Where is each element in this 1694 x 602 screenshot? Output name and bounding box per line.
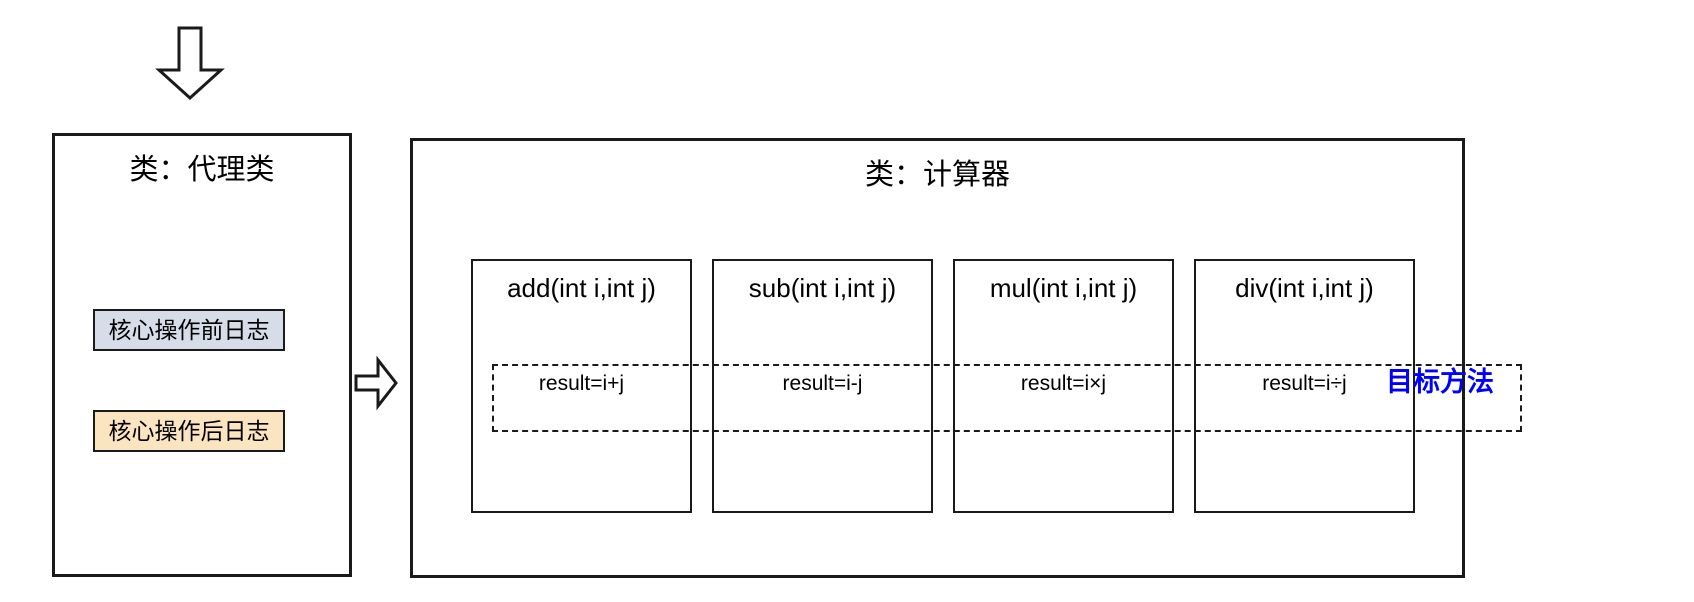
method-signature: add(int i,int j) <box>507 273 656 303</box>
method-body: result=i+j <box>538 372 625 395</box>
post-operation-log-label: 核心操作后日志 <box>108 418 270 444</box>
pre-operation-log-label: 核心操作前日志 <box>108 317 270 343</box>
proxy-class-title: 类：代理类 <box>129 154 275 186</box>
method-box-mul[interactable]: mul(int i,int j) result=i×j <box>953 259 1174 513</box>
down-arrow-icon <box>155 26 225 101</box>
method-signature: div(int i,int j) <box>1235 273 1374 303</box>
method-box-div[interactable]: div(int i,int j) result=i÷j <box>1194 259 1415 513</box>
post-operation-log-chip[interactable]: 核心操作后日志 <box>93 410 285 452</box>
calculator-class-panel: 类：计算器 <box>410 138 1465 578</box>
target-method-label: 目标方法 <box>1386 367 1494 397</box>
proxy-class-panel: 类：代理类 核心操作前日志 核心操作后日志 <box>52 133 352 577</box>
method-signature: mul(int i,int j) <box>989 273 1138 303</box>
pre-operation-log-chip[interactable]: 核心操作前日志 <box>93 309 285 351</box>
method-box-sub[interactable]: sub(int i,int j) result=i-j <box>712 259 933 513</box>
method-body: result=i÷j <box>1262 372 1347 395</box>
calculator-class-title: 类：计算器 <box>864 159 1010 191</box>
right-arrow-icon <box>354 355 398 411</box>
method-body: result=i-j <box>782 372 863 395</box>
method-signature: sub(int i,int j) <box>748 273 897 303</box>
method-box-add[interactable]: add(int i,int j) result=i+j <box>471 259 692 513</box>
method-body: result=i×j <box>1020 372 1107 395</box>
